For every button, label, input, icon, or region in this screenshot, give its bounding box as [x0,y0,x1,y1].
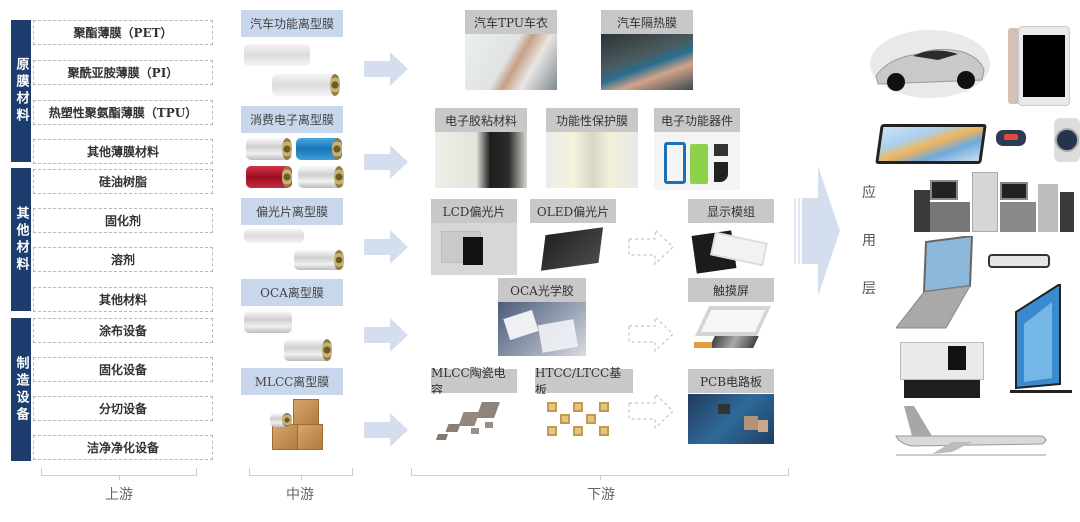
carton-box-image [297,424,323,450]
downstream-label: MLCC陶瓷电容 [431,366,517,397]
downstream-label: 功能性保护膜 [546,108,638,132]
arrow-right-icon [364,318,408,352]
downstream-label: 电子胶粘材料 [435,108,527,132]
downstream-label: PCB电路板 [688,369,774,393]
upstream-item: 聚酯薄膜（PET） [33,20,213,45]
category-raw-film: 原膜材料 [11,20,31,162]
cnc-machine-icon [900,336,984,400]
dashed-arrow-right-icon [628,316,674,352]
electronic-components-photo [654,132,740,190]
category-equipment: 制造设备 [11,318,31,461]
smartphone-icon [1018,26,1070,106]
vr-glasses-icon [988,254,1050,268]
display-module-photo [688,223,774,275]
upstream-item: 溶剂 [33,247,213,272]
mid-product-label: 汽车功能离型膜 [241,10,343,37]
upstream-item: 涂布设备 [33,318,213,343]
film-roll-image [270,413,292,427]
app-layer-char: 用 [862,233,876,249]
upstream-bracket [41,468,197,480]
upstream-item: 固化剂 [33,208,213,233]
downstream-label-tier: 下游 [587,487,615,503]
tablet-icon [875,124,987,164]
film-roll-image [244,229,304,243]
airplane-icon [895,406,1047,456]
film-roll-image [296,138,342,160]
downstream-label: 触摸屏 [688,278,774,302]
smartwatch-icon [1054,118,1080,162]
oca-optical-adhesive-photo [498,302,586,356]
upstream-item: 洁净净化设备 [33,435,213,460]
category-other-materials: 其他材料 [11,168,31,311]
big-arrow-right-icon [794,166,840,296]
downstream-label: LCD偏光片 [431,199,517,223]
arrow-right-icon [364,52,408,86]
upstream-item: 硅油树脂 [33,169,213,194]
upstream-item: 其他薄膜材料 [33,139,213,164]
car-tpu-wrap-photo [465,34,557,90]
car-heat-film-photo [601,34,693,90]
dashed-arrow-right-icon [628,393,674,429]
film-roll-image [294,250,344,270]
upstream-item: 分切设备 [33,396,213,421]
arrow-right-icon [364,413,408,447]
mid-product-label: 偏光片离型膜 [241,198,343,225]
laptop-icon [896,236,974,329]
home-appliances-icon [914,172,1074,232]
pcb-board-photo [688,394,774,444]
downstream-label: OLED偏光片 [530,199,616,223]
upstream-item: 热塑性聚氨酯薄膜（TPU） [33,100,213,125]
film-roll-image [244,311,292,333]
downstream-label: 汽车隔热膜 [601,10,693,34]
mid-product-label: 消费电子离型膜 [241,106,343,133]
film-roll-image [298,166,344,188]
downstream-label: 汽车TPU车衣 [465,10,557,34]
downstream-bracket [411,468,789,480]
carton-box-image [293,399,319,425]
sports-car-icon [870,30,990,98]
upstream-label: 上游 [105,487,133,503]
mid-product-label: OCA离型膜 [241,279,343,306]
app-layer-char: 应 [862,185,876,201]
downstream-label: 显示模组 [688,199,774,223]
oled-polarizer-photo [530,223,616,275]
downstream-label: 电子功能器件 [654,108,740,132]
film-roll-image [272,74,340,96]
touch-screen-photo [688,302,774,358]
film-roll-image [246,166,292,188]
app-layer-char: 层 [862,281,876,297]
mid-product-label: MLCC离型膜 [241,368,343,395]
carton-box-image [272,424,298,450]
film-roll-image [246,138,292,160]
lcd-polarizer-photo [431,223,517,275]
upstream-item: 聚酰亚胺薄膜（PI） [33,60,213,85]
dashed-arrow-right-icon [628,229,674,265]
upstream-item: 其他材料 [33,287,213,312]
film-roll-image [244,44,310,66]
upstream-item: 固化设备 [33,357,213,382]
downstream-label: HTCC/LTCC基板 [535,366,633,397]
monitor-icon [1010,284,1072,393]
protective-film-photo [546,132,638,188]
arrow-right-icon [364,230,408,264]
arrow-right-icon [364,145,408,179]
smartphone-icon [1008,28,1020,104]
midstream-bracket [249,468,353,480]
adhesive-material-photo [435,132,527,188]
htcc-ltcc-substrate-photo [535,394,633,450]
smart-band-icon [996,130,1026,146]
film-roll-image [284,339,332,361]
midstream-label: 中游 [286,487,314,503]
downstream-label: OCA光学胶 [498,278,586,302]
mlcc-capacitor-photo [431,394,521,450]
